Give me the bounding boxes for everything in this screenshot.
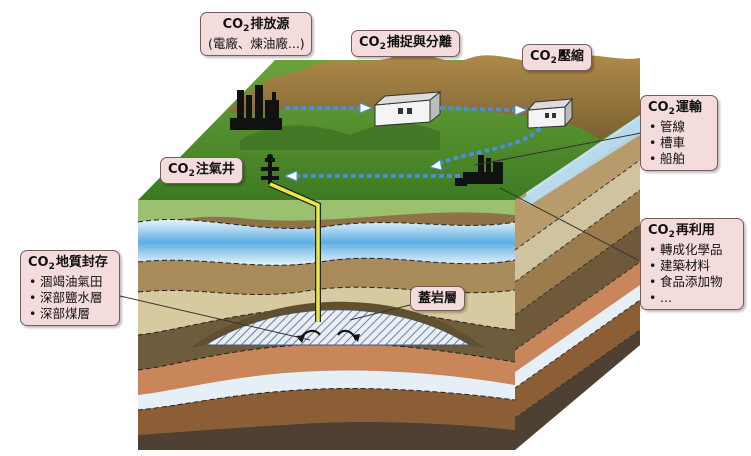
injection-pipe <box>268 181 360 343</box>
leader-lines <box>119 132 642 341</box>
storage-item: 深部鹽水層 <box>29 290 112 306</box>
injection-wellhead-icon <box>261 154 279 184</box>
transport-item: 管線 <box>649 119 710 135</box>
reuse-list: 轉成化學品 建築材料 食品添加物 ... <box>648 242 736 306</box>
compression-building-icon <box>526 97 574 129</box>
block-front-face <box>137 200 516 450</box>
label-caprock: 蓋岩層 <box>410 286 466 311</box>
reuse-item: ... <box>649 290 736 306</box>
transport-item: 船舶 <box>649 151 710 167</box>
factory-source-icon <box>230 85 282 130</box>
storage-item: 深部煤層 <box>29 306 112 322</box>
reuse-plant-icon <box>455 155 503 186</box>
reuse-item: 食品添加物 <box>649 274 736 290</box>
capture-building-icon <box>373 90 442 127</box>
caprock-layer <box>190 301 485 348</box>
storage-list: 涸竭油氣田 深部鹽水層 深部煤層 <box>28 274 112 322</box>
flow-arrowheads <box>283 102 529 182</box>
source-examples: (電廠、煉油廠...) <box>208 36 305 51</box>
storage-item: 涸竭油氣田 <box>29 274 112 290</box>
reuse-item: 轉成化學品 <box>649 242 736 258</box>
flow-arrows <box>285 106 542 178</box>
transport-item: 槽車 <box>649 135 710 151</box>
transport-list: 管線 槽車 船舶 <box>648 119 710 167</box>
reuse-item: 建築材料 <box>649 258 736 274</box>
